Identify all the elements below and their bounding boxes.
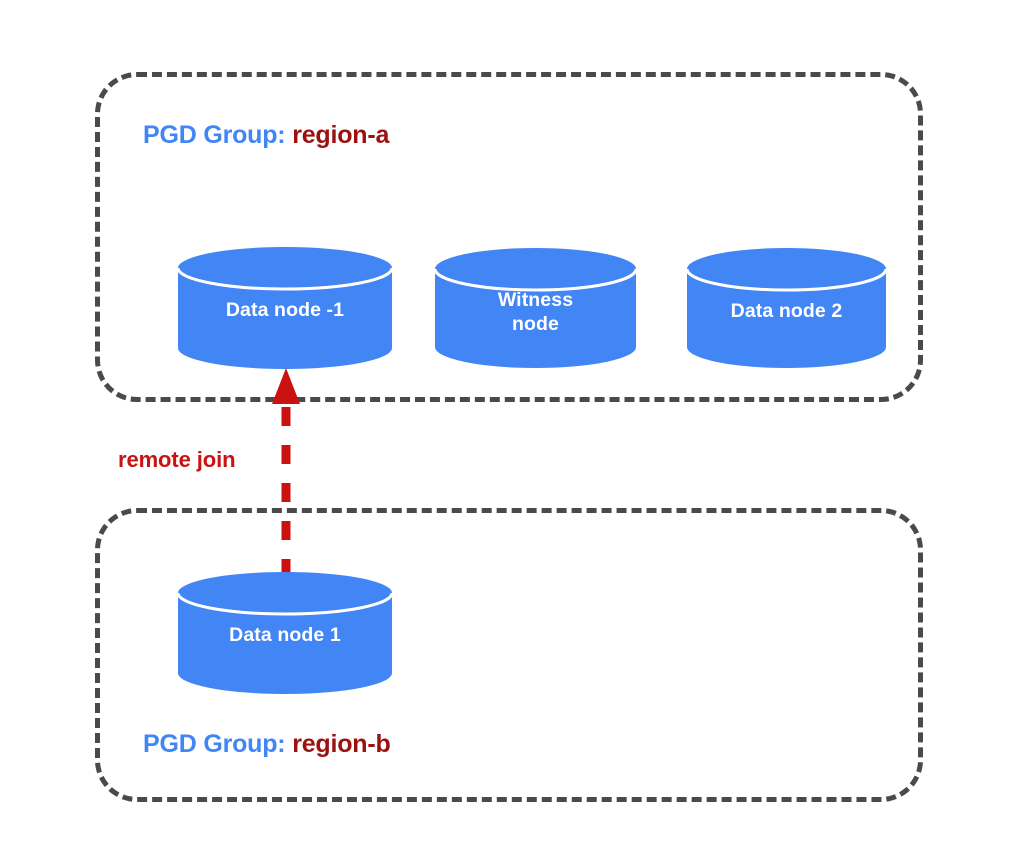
node-witness-node[interactable]: Witness node [434, 247, 637, 369]
node-data-node-a2[interactable]: Data node 2 [686, 247, 887, 369]
group-container-region-a [95, 72, 923, 402]
connector-label-remote-join: remote join [118, 447, 236, 472]
cylinder-shape-icon [686, 248, 887, 368]
group-label-value-region-a: region-a [292, 121, 390, 149]
node-data-node-b1[interactable]: Data node 1 [177, 571, 393, 695]
group-title-region-b: PGD Group: region-b [143, 732, 391, 757]
group-label-prefix-region-b: PGD Group: [143, 730, 286, 758]
group-label-value-region-b: region-b [292, 730, 391, 758]
node-data-node-a1[interactable]: Data node -1 [177, 246, 393, 370]
group-title-region-a: PGD Group: region-a [143, 123, 389, 148]
cylinder-shape-icon [434, 248, 637, 368]
group-container-region-b [95, 508, 923, 802]
connector-remote-join [272, 368, 300, 578]
cylinder-shape-icon [177, 247, 393, 369]
cylinder-shape-icon [177, 572, 393, 694]
group-label-prefix-region-a: PGD Group: [143, 121, 286, 149]
